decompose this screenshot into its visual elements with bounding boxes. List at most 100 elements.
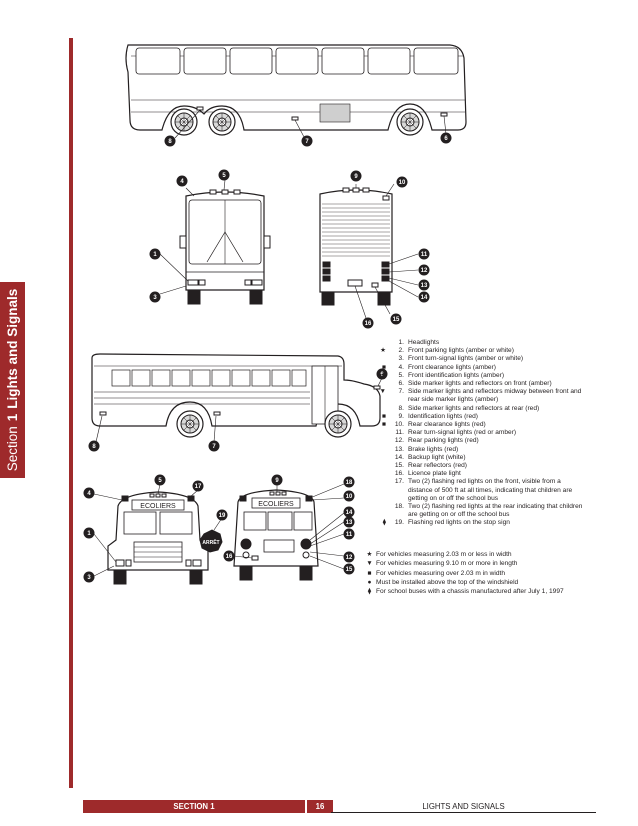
callout-label: 14 [346, 510, 353, 516]
legend-text: Two (2) flashing red lights at the rear … [408, 503, 583, 519]
callout-marker: 13 [418, 279, 430, 291]
callout-label: 12 [346, 555, 353, 561]
legend-text: Front parking lights (amber or white) [408, 347, 514, 355]
legend-text: Front identification lights (amber) [408, 371, 505, 379]
legend-number: 17. [394, 478, 404, 486]
callout-marker: 10 [343, 490, 355, 502]
footnote-symbol: ★ [366, 551, 373, 558]
lights-legend: 1.Headlights ★2.Front parking lights (am… [370, 339, 585, 528]
legend-text: Headlights [408, 339, 440, 346]
footer-title: LIGHTS AND SIGNALS [331, 800, 596, 813]
legend-symbol: ■ [382, 421, 386, 429]
school-side-callouts: 6 8 7 [88, 368, 388, 452]
callout-label: 3 [153, 295, 157, 301]
callout-label: 13 [421, 283, 428, 289]
legend-item: 12. Rear parking lights (red) [370, 437, 585, 445]
legend-item: 13. Brake lights (red) [370, 446, 585, 454]
legend-number: 3. [398, 355, 405, 363]
callout-marker: 9 [350, 170, 362, 182]
callout-marker: 13 [343, 516, 355, 528]
legend-text: Rear parking lights (red) [408, 437, 479, 445]
footnote-item: ●Must be installed above the top of the … [363, 578, 593, 587]
legend-symbol: ★ [380, 347, 386, 355]
callout-marker: 8 [164, 135, 176, 147]
callout-label: 13 [346, 520, 353, 526]
legend-number: 4. [398, 363, 405, 371]
legend-symbol: ⧫ [382, 519, 386, 527]
footer-section-label: SECTION 1 [83, 800, 305, 813]
callout-label: 10 [399, 180, 406, 186]
legend-number: 7. [398, 388, 405, 396]
legend-number: 19. [394, 519, 404, 527]
callout-label: 10 [346, 494, 353, 500]
callout-marker: 7 [208, 440, 220, 452]
legend-item: 15.Rear reflectors (red) [370, 462, 585, 470]
legend-text: Rear reflectors (red) [408, 462, 467, 470]
legend-number: 13. [394, 445, 404, 453]
footnote-item: ⧫For school buses with a chassis manufac… [363, 587, 593, 596]
legend-item: ■10.Rear clearance lights (red) [370, 421, 585, 429]
callout-label: 16 [226, 554, 233, 560]
callout-marker: 8 [88, 440, 100, 452]
coach-rear-view [319, 183, 419, 319]
callout-label: 18 [346, 480, 353, 486]
legend-number: 12. [394, 437, 404, 445]
legend-number: 2. [398, 347, 405, 355]
callout-label: 8 [92, 444, 96, 450]
legend-text: Two (2) flashing red lights on the front… [408, 478, 573, 502]
callout-label: 15 [346, 567, 353, 573]
legend-text: Backup light (white) [408, 453, 466, 461]
callout-marker: 1 [149, 248, 161, 260]
callout-label: 5 [158, 478, 162, 484]
callout-marker: 6 [376, 368, 388, 380]
section-tab: Section1Lights and Signals [0, 282, 25, 478]
callout-marker: 3 [149, 291, 161, 303]
legend-text: Brake lights (red) [408, 445, 459, 453]
callout-marker: 3 [83, 571, 95, 583]
callout-label: 9 [275, 478, 279, 484]
legend-text: Side marker lights and reflectors midway… [408, 388, 582, 404]
footnote-item: ▼For vehicles measuring 9.10 m or more i… [363, 559, 593, 568]
legend-item: ⧫19.Flashing red lights on the stop sign [370, 519, 585, 527]
coach-rear-callouts: 9 10 11 12 13 14 16 15 [350, 170, 430, 329]
footnote-symbol: ⧫ [367, 588, 372, 596]
callout-marker: 16 [362, 317, 374, 329]
callout-marker: 17 [192, 480, 204, 492]
legend-number: 18. [394, 503, 404, 511]
footnote-text: For vehicles measuring 9.10 m or more in… [376, 560, 518, 568]
legend-symbol: ■ [382, 412, 386, 420]
callout-marker: 11 [343, 528, 355, 540]
callout-label: 15 [393, 317, 400, 323]
school-bus-front-view: ECOLIERS ARRÊT [93, 483, 223, 585]
callout-marker: 18 [343, 476, 355, 488]
callout-marker: 10 [396, 176, 408, 188]
legend-item: 18. Two (2) flashing red lights at the re… [370, 503, 585, 519]
legend-number: 16. [394, 470, 404, 478]
callout-markers: 8 7 6 4 5 1 3 9 10 11 12 13 14 16 15 6 8… [83, 132, 452, 583]
footnote-text: For vehicles measuring over 2.03 m in wi… [376, 569, 505, 577]
legend-item: 11.Rear turn-signal lights (red or amber… [370, 429, 585, 437]
callout-label: 3 [87, 575, 91, 581]
callout-marker: 4 [83, 487, 95, 499]
coach-side-callouts: 8 7 6 [164, 132, 452, 147]
callout-label: 14 [421, 295, 428, 301]
legend-text: Front turn-signal lights (amber or white… [408, 355, 524, 363]
legend-item: ●■5.Front identification lights (amber) [370, 372, 585, 380]
callout-marker: 7 [301, 135, 313, 147]
callout-label: 9 [354, 174, 358, 180]
callout-label: 12 [421, 268, 428, 274]
footnote-item: ★For vehicles measuring 2.03 m or less i… [363, 550, 593, 559]
callout-marker: 14 [343, 506, 355, 518]
callout-label: 1 [153, 252, 157, 258]
legend-number: 11. [395, 429, 404, 437]
legend-number: 8. [398, 404, 405, 412]
legend-text: Side marker lights and reflectors at rea… [408, 404, 540, 412]
school-rear-callouts: 9 18 10 14 13 11 16 12 15 [223, 474, 355, 575]
callout-marker: 6 [440, 132, 452, 144]
callout-label: 7 [212, 444, 216, 450]
callout-label: 7 [305, 139, 309, 145]
footnote-symbol: ● [367, 578, 372, 586]
callout-label: 17 [195, 484, 202, 490]
legend-number: 10. [394, 421, 404, 429]
